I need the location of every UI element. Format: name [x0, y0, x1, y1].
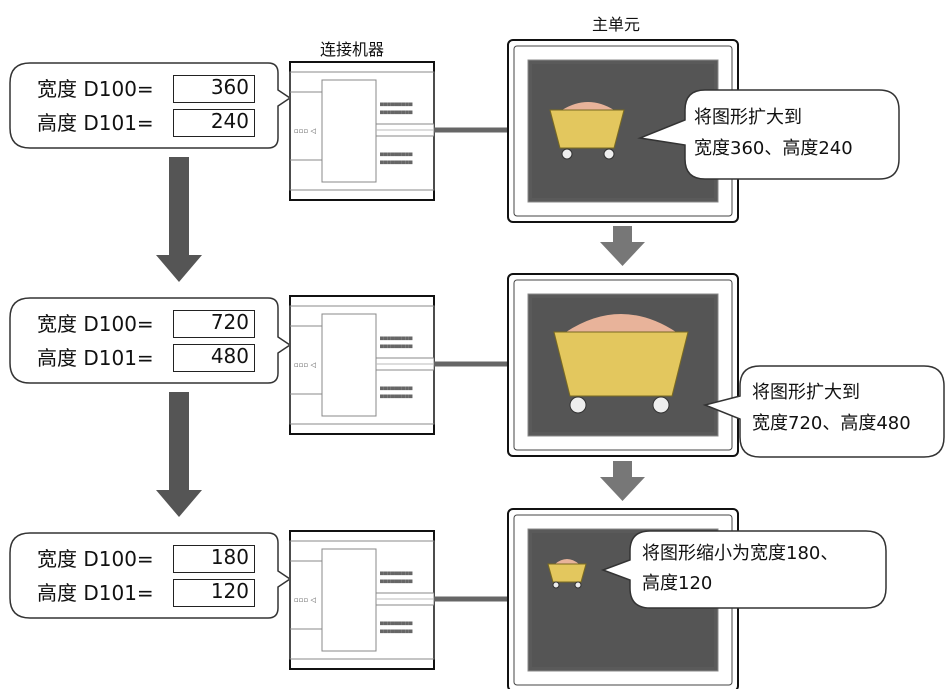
main-unit-title: 主单元 [592, 15, 641, 34]
width-label-2: 宽度 D100= [37, 312, 154, 336]
bubble-3-line-2: 高度120 [642, 573, 713, 594]
width-value-3: 180 [173, 545, 255, 573]
speech-bubble-1 [637, 89, 900, 180]
height-value-1: 240 [173, 109, 255, 137]
svg-text:■■■■■■■■■: ■■■■■■■■■ [380, 393, 413, 400]
svg-text:■■■■■■■■■: ■■■■■■■■■ [380, 151, 413, 158]
svg-text:▫▫▫ ◁: ▫▫▫ ◁ [294, 127, 316, 135]
svg-text:■■■■■■■■■: ■■■■■■■■■ [380, 385, 413, 392]
width-value-1: 360 [173, 75, 255, 103]
down-arrow-right-1 [600, 226, 645, 266]
bubble-3-line-1: 将图形缩小为宽度180、 [642, 543, 839, 564]
svg-text:■■■■■■■■■: ■■■■■■■■■ [380, 101, 413, 108]
width-label-1: 宽度 D100= [37, 77, 154, 101]
svg-text:■■■■■■■■■: ■■■■■■■■■ [380, 343, 413, 350]
height-label-2: 高度 D101= [37, 346, 154, 370]
bubble-2-line-2: 宽度720、高度480 [752, 413, 911, 434]
down-arrow-left-2 [156, 392, 202, 517]
svg-text:▫▫▫ ◁: ▫▫▫ ◁ [294, 361, 316, 369]
down-arrow-right-2 [600, 461, 645, 501]
svg-text:■■■■■■■■■: ■■■■■■■■■ [380, 578, 413, 585]
plc-unit-1: ▫▫▫ ◁ ■■■■■■■■■ ■■■■■■■■■ ■■■■■■■■■ ■■■■… [289, 61, 435, 201]
height-label-1: 高度 D101= [37, 111, 154, 135]
width-label-3: 宽度 D100= [37, 547, 154, 571]
svg-text:■■■■■■■■■: ■■■■■■■■■ [380, 570, 413, 577]
height-value-3: 120 [173, 579, 255, 607]
speech-bubble-3 [600, 530, 887, 609]
speech-bubble-2 [702, 365, 945, 458]
plc-unit-3: ▫▫▫ ◁ ■■■■■■■■■ ■■■■■■■■■ ■■■■■■■■■ ■■■■… [289, 530, 435, 670]
down-arrow-left-1 [156, 157, 202, 282]
svg-text:■■■■■■■■■: ■■■■■■■■■ [380, 109, 413, 116]
svg-text:■■■■■■■■■: ■■■■■■■■■ [380, 620, 413, 627]
bubble-1-line-1: 将图形扩大到 [694, 107, 802, 128]
svg-text:■■■■■■■■■: ■■■■■■■■■ [380, 628, 413, 635]
hmi-display-3 [507, 508, 739, 689]
height-label-3: 高度 D101= [37, 581, 154, 605]
cart-graphic-2 [553, 314, 689, 414]
cart-graphic-1 [549, 102, 625, 160]
svg-text:■■■■■■■■■: ■■■■■■■■■ [380, 335, 413, 342]
width-value-2: 720 [173, 310, 255, 338]
bubble-1-line-2: 宽度360、高度240 [694, 138, 853, 159]
svg-text:▫▫▫ ◁: ▫▫▫ ◁ [294, 596, 316, 604]
height-value-2: 480 [173, 344, 255, 372]
controller-title: 连接机器 [320, 40, 385, 59]
bubble-2-line-1: 将图形扩大到 [752, 382, 860, 403]
cart-graphic-3 [547, 559, 587, 589]
plc-unit-2: ▫▫▫ ◁ ■■■■■■■■■ ■■■■■■■■■ ■■■■■■■■■ ■■■■… [289, 295, 435, 435]
svg-text:■■■■■■■■■: ■■■■■■■■■ [380, 159, 413, 166]
